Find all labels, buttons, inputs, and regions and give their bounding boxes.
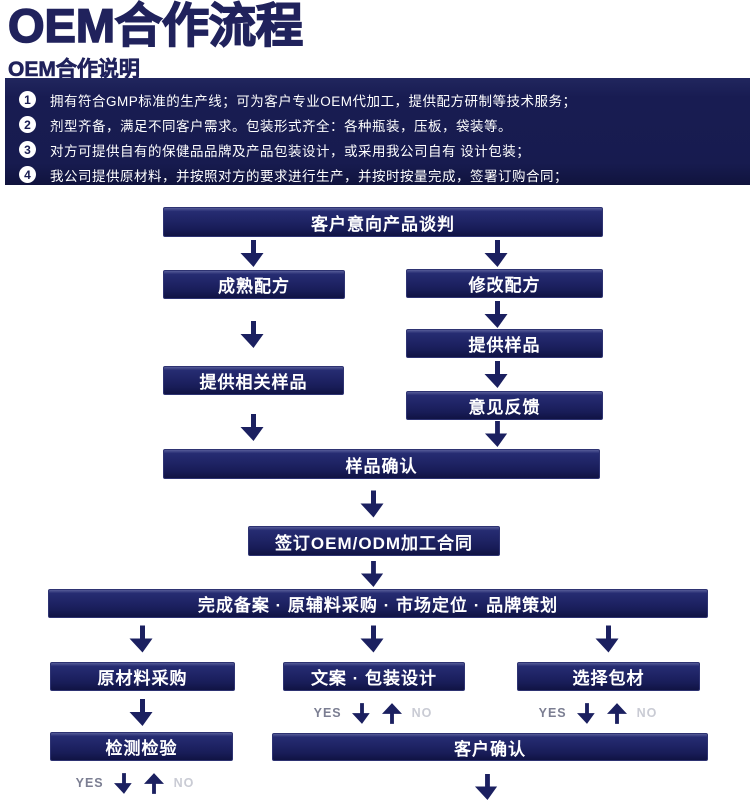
intro-item-4: 4 我公司提供原材料，并按照对方的要求进行生产，并按时按量完成，签署订购合同；: [19, 162, 750, 187]
node-modify-formula: 修改配方: [406, 269, 603, 298]
number-3-icon: 3: [19, 141, 36, 158]
node-sample-confirm: 样品确认: [163, 449, 600, 479]
intro-item-2: 2 剂型齐备，满足不同客户需求。包装形式齐全：各种瓶装，压板，袋装等。: [19, 112, 750, 137]
arrow-down-icon: [484, 361, 508, 388]
node-raw-material: 原材料采购: [50, 662, 235, 691]
number-1-icon: 1: [19, 91, 36, 108]
node-contract: 签订OEM/ODM加工合同: [248, 526, 500, 556]
intro-item-1: 1 拥有符合GMP标准的生产线；可为客户专业OEM代加工，提供配方研制等技术服务…: [19, 87, 750, 112]
arrow-down-icon: [113, 772, 132, 794]
arrow-down-icon: [576, 702, 595, 724]
intro-item-text: 拥有符合GMP标准的生产线；可为客户专业OEM代加工，提供配方研制等技术服务；: [50, 93, 577, 109]
page-title: OEM合作流程: [7, 0, 304, 52]
arrow-down-icon: [484, 301, 508, 328]
arrow-down-icon: [240, 321, 264, 348]
node-copy-design: 文案 · 包装设计: [283, 662, 465, 691]
arrow-down-icon: [351, 702, 370, 724]
arrow-down-icon: [129, 699, 153, 726]
number-4-icon: 4: [19, 166, 36, 183]
arrow-down-icon: [360, 625, 384, 653]
node-feedback: 意见反馈: [406, 391, 603, 420]
yes-label: YES: [75, 776, 104, 790]
arrow-down-icon: [595, 625, 619, 653]
no-label: NO: [173, 776, 195, 790]
arrow-down-icon: [129, 625, 153, 653]
yesno-group-inspection: YES NO: [70, 769, 200, 797]
number-2-icon: 2: [19, 116, 36, 133]
arrow-up-icon: [143, 772, 164, 794]
page-subtitle: OEM合作说明: [8, 58, 140, 82]
node-negotiation: 客户意向产品谈判: [163, 207, 603, 237]
yesno-group-packaging: YES NO: [533, 699, 663, 727]
node-mature-formula: 成熟配方: [163, 270, 345, 299]
arrow-up-icon: [606, 702, 627, 724]
arrow-down-icon: [240, 240, 264, 267]
arrow-down-icon: [240, 414, 264, 441]
intro-item-3: 3 对方可提供自有的保健品品牌及产品包装设计，或采用我公司自有 设计包装；: [19, 137, 750, 162]
node-inspection: 检测检验: [50, 732, 233, 761]
no-label: NO: [636, 706, 658, 720]
arrow-down-icon: [474, 774, 498, 800]
arrow-up-icon: [381, 702, 402, 724]
node-customer-confirm: 客户确认: [272, 733, 708, 761]
node-related-sample: 提供相关样品: [163, 366, 344, 395]
arrow-down-icon: [360, 490, 384, 518]
yes-label: YES: [313, 706, 342, 720]
yes-label: YES: [538, 706, 567, 720]
arrow-down-icon: [360, 561, 384, 587]
intro-band: 1 拥有符合GMP标准的生产线；可为客户专业OEM代加工，提供配方研制等技术服务…: [5, 78, 750, 185]
intro-item-text: 我公司提供原材料，并按照对方的要求进行生产，并按时按量完成，签署订购合同；: [50, 168, 568, 184]
node-provide-sample: 提供样品: [406, 329, 603, 358]
intro-item-text: 剂型齐备，满足不同客户需求。包装形式齐全：各种瓶装，压板，袋装等。: [50, 118, 512, 134]
intro-item-text: 对方可提供自有的保健品品牌及产品包装设计，或采用我公司自有 设计包装；: [50, 143, 531, 159]
yesno-group-copy-design: YES NO: [308, 699, 438, 727]
no-label: NO: [411, 706, 433, 720]
node-packaging: 选择包材: [517, 662, 700, 691]
arrow-down-icon: [484, 421, 508, 447]
arrow-down-icon: [484, 240, 508, 267]
node-preparation: 完成备案 · 原辅料采购 · 市场定位 · 品牌策划: [48, 589, 708, 618]
